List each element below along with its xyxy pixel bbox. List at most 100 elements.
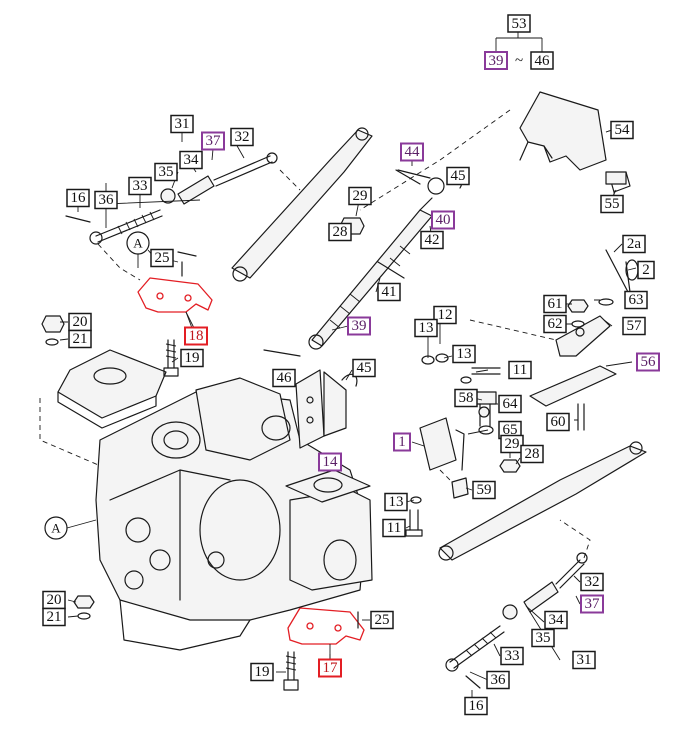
callout-box-41 xyxy=(377,282,401,302)
callout-box-36 xyxy=(486,670,510,690)
callout-box-16 xyxy=(66,188,90,208)
bracket-17 xyxy=(287,607,365,660)
callout-box-35 xyxy=(154,162,178,182)
callout-box-59 xyxy=(472,480,496,500)
callout-box-37 xyxy=(201,131,225,151)
callout-label-20: 20 xyxy=(73,314,88,330)
callout-box-61 xyxy=(543,294,567,314)
callout-label-37: 37 xyxy=(206,133,222,149)
callout-label-13: 13 xyxy=(419,320,434,336)
callout-label-45: 45 xyxy=(451,168,466,184)
callout-label-29: 29 xyxy=(353,188,368,204)
range-note: ~ xyxy=(495,32,543,69)
callout-label-56: 56 xyxy=(641,354,657,370)
callout-label-14: 14 xyxy=(323,454,339,470)
callout-box-35 xyxy=(531,628,555,648)
callout-box-17 xyxy=(318,658,342,678)
callout-label-32: 32 xyxy=(235,129,250,145)
callout-box-39 xyxy=(347,316,371,336)
callout-label-2a: 2a xyxy=(627,236,642,252)
callout-box-11 xyxy=(508,360,532,380)
callout-label-18: 18 xyxy=(189,328,204,344)
callout-box-19 xyxy=(250,662,274,682)
callout-label-34: 34 xyxy=(184,152,200,168)
callout-label-13: 13 xyxy=(389,494,404,510)
callout-label-31: 31 xyxy=(577,652,592,668)
callout-box-60 xyxy=(546,412,570,432)
support-bracket-14 xyxy=(263,349,347,449)
callout-label-42: 42 xyxy=(425,232,440,248)
callout-label-25: 25 xyxy=(155,250,170,266)
callout-box-55 xyxy=(600,194,624,214)
callout-label-44: 44 xyxy=(405,144,421,160)
callout-label-31: 31 xyxy=(175,116,190,132)
callout-box-32 xyxy=(230,127,254,147)
callout-box-63 xyxy=(624,290,648,310)
callout-label-63: 63 xyxy=(629,292,644,308)
callout-label-60: 60 xyxy=(551,414,566,430)
rear-cover-54 xyxy=(359,91,631,211)
callout-box-36 xyxy=(94,190,118,210)
callout-box-29 xyxy=(348,186,372,206)
range-top-box xyxy=(507,14,531,33)
range-note-boxes: 53 39 46 xyxy=(484,14,554,70)
right-brackets xyxy=(469,315,617,431)
callout-label-65: 65 xyxy=(503,422,518,438)
callout-box-13 xyxy=(384,492,408,512)
callout-label-21: 21 xyxy=(47,609,62,625)
callout-label-17: 17 xyxy=(323,660,339,676)
callout-label-33: 33 xyxy=(505,648,520,664)
callout-label-45: 45 xyxy=(357,360,372,376)
bracket-18 xyxy=(137,277,213,329)
callout-label-11: 11 xyxy=(513,362,527,378)
callout-label-28: 28 xyxy=(333,224,348,240)
callout-box-28 xyxy=(520,444,544,464)
callout-label-33: 33 xyxy=(133,178,148,194)
callout-box-12 xyxy=(433,305,457,325)
callout-box-13 xyxy=(414,318,438,338)
callout-box-45 xyxy=(446,166,470,186)
callout-box-21 xyxy=(68,329,92,349)
callout-box-25 xyxy=(370,610,394,630)
callout-box-18 xyxy=(184,326,208,346)
callout-label-59: 59 xyxy=(477,482,492,498)
callout-label-46: 46 xyxy=(277,370,293,386)
callout-label-19: 19 xyxy=(185,350,200,366)
callout-label-21: 21 xyxy=(73,331,88,347)
callout-label-29: 29 xyxy=(505,436,520,452)
callout-box-32 xyxy=(580,572,604,592)
callout-label-1: 1 xyxy=(398,434,406,450)
callout-box-2 xyxy=(637,260,655,280)
callout-box-29 xyxy=(500,434,524,454)
callout-box-31 xyxy=(572,650,596,670)
callout-box-42 xyxy=(420,230,444,250)
callout-box-54 xyxy=(610,120,634,140)
callout-box-25 xyxy=(150,248,174,268)
view-marks: A A xyxy=(44,231,161,540)
callout-box-56 xyxy=(636,352,660,372)
callout-box-13 xyxy=(452,344,476,364)
callout-box-28 xyxy=(328,222,352,242)
callout-box-34 xyxy=(179,150,203,170)
callout-label-40: 40 xyxy=(436,212,451,228)
callout-label-32: 32 xyxy=(585,574,600,590)
callout-box-33 xyxy=(128,176,152,196)
callout-label-62: 62 xyxy=(548,316,563,332)
callout-label-35: 35 xyxy=(159,164,174,180)
callout-label-13: 13 xyxy=(457,346,472,362)
callout-box-45 xyxy=(352,358,376,378)
callout-label-61: 61 xyxy=(548,296,563,312)
callout-box-44 xyxy=(400,142,424,162)
mount-plate-left xyxy=(39,349,167,471)
callout-box-46 xyxy=(272,368,296,388)
callout-box-40 xyxy=(431,210,455,230)
callout-label-58: 58 xyxy=(459,390,474,406)
callout-label-41: 41 xyxy=(382,284,397,300)
callout-label-54: 54 xyxy=(615,122,631,138)
callout-box-11 xyxy=(382,518,406,538)
callout-label-35: 35 xyxy=(536,630,551,646)
callout-label-57: 57 xyxy=(627,318,643,334)
transmission-housing xyxy=(95,377,373,651)
callout-box-16 xyxy=(464,696,488,716)
